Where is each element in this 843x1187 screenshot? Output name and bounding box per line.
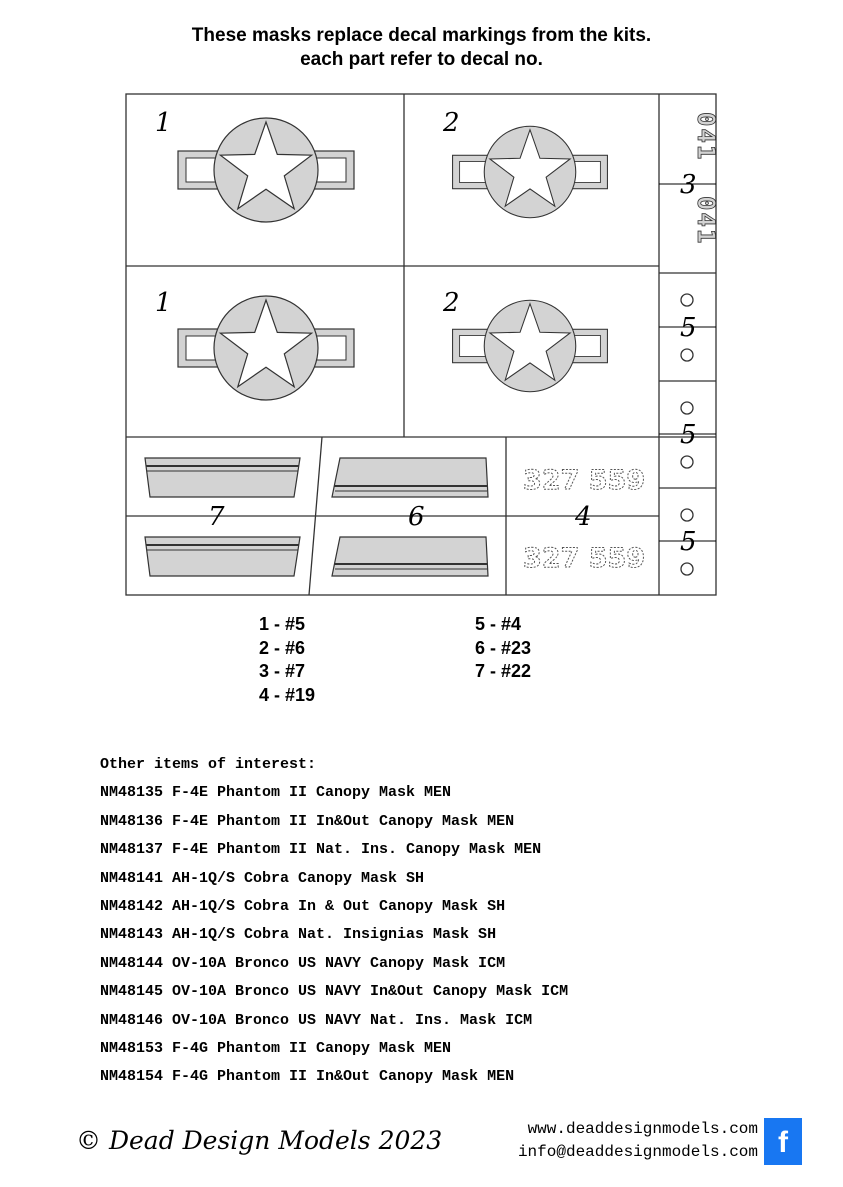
part-label-2-top: 2 (442, 108, 460, 138)
legend-item: 5 - #4 (475, 614, 522, 634)
serial-code-top: 041 (692, 112, 720, 161)
list-item: NM48137 F-4E Phantom II Nat. Ins. Canopy… (100, 841, 542, 859)
legend-left: 1 - #5 2 - #6 3 - #7 4 - #19 (259, 613, 315, 707)
part-label-5-b: 5 (680, 420, 697, 450)
stripe-mask-7-bottom (144, 536, 301, 577)
legend-item: 1 - #5 (259, 614, 306, 634)
list-item: NM48143 AH-1Q/S Cobra Nat. Insignias Mas… (100, 926, 497, 944)
part-label-5-c: 5 (680, 527, 697, 557)
facebook-icon[interactable]: f (764, 1118, 802, 1165)
part-number-labels: 1 2 1 2 3 5 5 5 7 6 4 (155, 108, 697, 557)
legend-item: 2 - #6 (259, 637, 306, 658)
contact-block: www.deaddesignmodels.com info@deaddesign… (478, 1118, 758, 1164)
legend-item: 3 - #7 (259, 661, 306, 681)
insignia-mask-1-bottom (177, 295, 355, 401)
stripe-mask-7-top (144, 457, 301, 498)
insignia-mask-2-top (452, 125, 608, 219)
part-label-5-a: 5 (680, 313, 697, 343)
page-header: These masks replace decal markings from … (0, 24, 843, 72)
stripe-mask-6-bottom (331, 536, 489, 577)
other-items-section: Other items of interest: NM48135 F-4E Ph… (100, 754, 568, 1095)
email-link[interactable]: info@deaddesignmodels.com (517, 1143, 758, 1161)
serial-code-bottom: 041 (692, 196, 720, 245)
list-item: NM48153 F-4G Phantom II Canopy Mask MEN (100, 1039, 452, 1057)
part-label-3: 3 (680, 170, 697, 200)
legend-right: 5 - #4 6 - #23 7 - #22 (475, 613, 531, 684)
stripe-mask-6-top (331, 457, 489, 498)
part-label-2-bottom: 2 (442, 288, 460, 318)
circle-masks (680, 293, 694, 576)
list-item: NM48135 F-4E Phantom II Canopy Mask MEN (100, 784, 452, 802)
part-label-1-top: 1 (155, 108, 172, 138)
part-label-1-bottom: 1 (155, 288, 172, 318)
leader-lines (659, 183, 716, 542)
list-item: NM48154 F-4G Phantom II In&Out Canopy Ma… (100, 1068, 515, 1086)
tail-number-top: 327 559 (523, 465, 645, 496)
part-label-4: 4 (574, 502, 592, 532)
tail-number-bottom: 327 559 (523, 543, 645, 574)
part-label-7: 7 (208, 502, 225, 532)
part-label-6: 6 (408, 502, 425, 532)
legend-item: 6 - #23 (475, 637, 532, 658)
list-item: NM48144 OV-10A Bronco US NAVY Canopy Mas… (100, 954, 506, 972)
list-item: NM48145 OV-10A Bronco US NAVY In&Out Can… (100, 983, 569, 1001)
sheet-grid (125, 93, 717, 596)
legend-item: 7 - #22 (475, 661, 532, 681)
legend-item: 4 - #19 (259, 684, 316, 705)
list-item: NM48146 OV-10A Bronco US NAVY Nat. Ins. … (100, 1011, 533, 1029)
facebook-glyph: f (778, 1126, 788, 1159)
insignia-mask-2-bottom (452, 299, 608, 393)
copyright-text: © Dead Design Models 2023 (76, 1126, 443, 1155)
header-line-1: These masks replace decal markings from … (191, 25, 652, 46)
header-line-2: each part refer to decal no. (300, 49, 543, 70)
list-item: NM48142 AH-1Q/S Cobra In & Out Canopy Ma… (100, 897, 506, 915)
website-link[interactable]: www.deaddesignmodels.com (527, 1120, 758, 1138)
list-item: NM48141 AH-1Q/S Cobra Canopy Mask SH (100, 869, 425, 887)
stripe-masks (144, 457, 489, 577)
insignia-mask-1-top (177, 117, 355, 223)
other-items-heading: Other items of interest: (100, 756, 317, 773)
list-item: NM48136 F-4E Phantom II In&Out Canopy Ma… (100, 812, 515, 830)
